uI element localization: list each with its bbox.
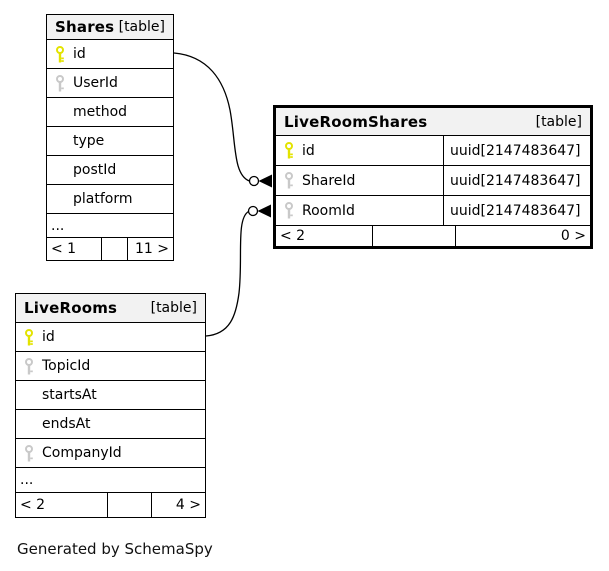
column-type: uuid[2147483647] — [443, 136, 590, 165]
table-footer: < 1 11 > — [47, 238, 173, 260]
table-footer: < 2 4 > — [16, 493, 205, 517]
odot-circle-icon — [248, 175, 260, 187]
column-row: startsAt — [16, 381, 205, 410]
column-name-cell: RoomId — [276, 196, 443, 225]
relationship-line-shares-shareid — [173, 52, 250, 182]
primary-key-icon — [22, 328, 36, 346]
table-tag: [table] — [535, 113, 582, 130]
column-row: type — [47, 127, 173, 156]
column-name: startsAt — [42, 387, 97, 403]
column-name: type — [73, 133, 105, 149]
column-type: uuid[2147483647] — [443, 196, 590, 225]
column-name: id — [42, 329, 55, 345]
column-row: RoomId uuid[2147483647] — [276, 196, 590, 226]
column-name: TopicId — [42, 358, 91, 374]
column-row: UserId — [47, 69, 173, 98]
table-name: Shares — [55, 18, 115, 36]
children-count: 0 > — [560, 228, 586, 244]
odot-circle-icon — [247, 205, 259, 217]
column-name: platform — [73, 191, 133, 207]
footer-spacer — [108, 493, 152, 517]
children-count: 4 > — [175, 497, 201, 513]
table-liverooms: LiveRooms [table] id TopicId startsAt en… — [15, 293, 206, 518]
relationship-line-liverooms-roomid — [205, 210, 249, 337]
parents-count: < 2 — [16, 493, 108, 517]
column-row: endsAt — [16, 410, 205, 439]
foreign-key-icon — [282, 172, 296, 189]
generated-by-text: Generated by SchemaSpy — [17, 540, 213, 558]
foreign-key-icon — [22, 444, 36, 462]
table-liveroomshares: LiveRoomShares [table] id uuid[214748364… — [273, 105, 593, 249]
column-name: UserId — [73, 75, 118, 91]
table-shares: Shares [table] id UserId method type pos… — [46, 14, 174, 261]
column-name: RoomId — [302, 202, 355, 219]
column-name-cell: id — [276, 136, 443, 165]
column-name: ShareId — [302, 172, 356, 189]
column-name: CompanyId — [42, 445, 122, 461]
footer-spacer — [373, 226, 456, 246]
column-name: id — [302, 142, 315, 159]
column-row: CompanyId — [16, 439, 205, 468]
foreign-key-icon — [22, 357, 36, 375]
column-row: ShareId uuid[2147483647] — [276, 166, 590, 196]
foreign-key-icon — [282, 202, 296, 219]
column-row: postId — [47, 156, 173, 185]
table-tag: [table] — [150, 300, 197, 316]
column-row: id — [16, 323, 205, 352]
table-liveroomshares-header[interactable]: LiveRoomShares [table] — [276, 108, 590, 136]
table-shares-header[interactable]: Shares [table] — [47, 15, 173, 40]
column-name: endsAt — [42, 416, 91, 432]
ellipsis-row: ... — [16, 468, 205, 493]
table-name: LiveRoomShares — [284, 112, 428, 131]
table-footer: < 2 0 > — [276, 226, 590, 246]
column-name: postId — [73, 162, 117, 178]
column-row: method — [47, 98, 173, 127]
column-row: platform — [47, 185, 173, 214]
crow-arrow-icon — [258, 174, 272, 188]
column-row: id — [47, 40, 173, 69]
column-row: id uuid[2147483647] — [276, 136, 590, 166]
table-name: LiveRooms — [24, 299, 118, 317]
crow-arrow-icon — [257, 204, 271, 218]
primary-key-icon — [282, 142, 296, 159]
column-name-cell: ShareId — [276, 166, 443, 195]
primary-key-icon — [53, 45, 67, 63]
foreign-key-icon — [53, 74, 67, 92]
ellipsis-row: ... — [47, 214, 173, 238]
parents-count: < 1 — [47, 238, 102, 260]
column-name: method — [73, 104, 128, 120]
table-tag: [table] — [118, 19, 165, 35]
column-name: id — [73, 46, 86, 62]
column-row: TopicId — [16, 352, 205, 381]
children-count: 11 > — [135, 241, 169, 257]
footer-spacer — [102, 238, 128, 260]
parents-count: < 2 — [276, 226, 373, 246]
table-liverooms-header[interactable]: LiveRooms [table] — [16, 294, 205, 323]
column-type: uuid[2147483647] — [443, 166, 590, 195]
